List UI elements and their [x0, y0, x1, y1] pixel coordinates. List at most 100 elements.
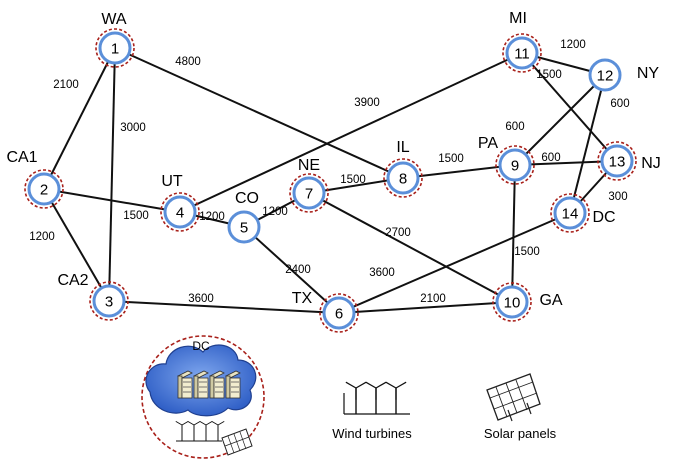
- node-14: 14: [550, 193, 590, 233]
- legend-dc-label: DC: [192, 339, 210, 353]
- state-label-dc: DC: [592, 209, 615, 226]
- link-1-3: [108, 47, 116, 302]
- datacenter-ring: [95, 28, 135, 68]
- solar-panel-icon: [486, 373, 541, 422]
- datacenter-ring: [24, 169, 64, 209]
- node-10: 10: [492, 282, 532, 322]
- node-circle: [386, 161, 420, 195]
- link-9-12: [514, 74, 606, 166]
- node-number: 9: [511, 158, 519, 175]
- node-7: 7: [289, 173, 329, 213]
- wind-turbine-icon: [343, 381, 410, 415]
- datacenter-ring: [502, 33, 542, 73]
- state-label-ut: UT: [161, 173, 183, 190]
- state-label-nj: NJ: [641, 155, 661, 172]
- link-weight-6-14: 3600: [369, 267, 395, 279]
- link-weight-4-11: 3900: [354, 97, 380, 109]
- link-2-4: [43, 188, 181, 213]
- link-1-2: [43, 47, 116, 190]
- node-circle: [227, 210, 261, 244]
- node-number: 10: [504, 295, 521, 312]
- turbine: [199, 421, 213, 441]
- link-weight-2-4: 1500: [123, 210, 149, 222]
- node-11: 11: [502, 33, 542, 73]
- link-weight-9-13: 600: [541, 152, 560, 164]
- node-number: 12: [597, 68, 614, 85]
- node-circle: [98, 31, 132, 65]
- node-number: 8: [399, 171, 407, 188]
- state-label-il: IL: [396, 139, 409, 156]
- link-weight-3-6: 3600: [188, 293, 214, 305]
- legend-solar-label: Solar panels: [484, 426, 557, 441]
- node-number: 4: [176, 205, 184, 222]
- link-weight-12-14: 600: [610, 98, 629, 110]
- link-weight-11-12: 1200: [560, 39, 586, 51]
- node-number: 11: [514, 46, 530, 63]
- datacenter-ring: [550, 193, 590, 233]
- datacenter-ring: [383, 158, 423, 198]
- state-label-ca1: CA1: [6, 149, 37, 166]
- turbine: [365, 381, 387, 414]
- node-number: 5: [240, 220, 248, 237]
- link-9-13: [514, 160, 618, 166]
- turbine: [345, 381, 367, 414]
- legend-datacenter: DC: [141, 335, 265, 459]
- server-icon: [193, 370, 209, 399]
- link-weight-1-8: 4800: [175, 56, 201, 68]
- link-7-10: [308, 192, 513, 303]
- link-weight-1-2: 2100: [53, 79, 79, 91]
- link-11-13: [521, 52, 618, 162]
- link-weight-11-13: 1500: [536, 69, 562, 81]
- link-1-8: [114, 47, 404, 179]
- link-4-11: [179, 52, 523, 213]
- link-weight-7-10: 2700: [385, 227, 411, 239]
- server-icon: [177, 370, 193, 399]
- link-weight-7-8: 1500: [340, 174, 366, 186]
- link-weight-9-10: 1500: [514, 246, 540, 258]
- turbine: [211, 421, 225, 441]
- node-number: 6: [335, 306, 343, 323]
- state-label-ne: NE: [298, 157, 320, 174]
- link-weight-2-3: 1200: [29, 231, 55, 243]
- datacenter-ring: [597, 141, 637, 181]
- state-label-pa: PA: [478, 135, 498, 152]
- legend-wind-label: Wind turbines: [332, 426, 412, 441]
- node-circle: [498, 148, 532, 182]
- link-weight-9-12: 600: [505, 121, 524, 133]
- node-2: 2: [24, 169, 64, 209]
- small-solar-panel-icon: [221, 428, 253, 456]
- node-number: 14: [562, 206, 579, 223]
- link-9-10: [511, 164, 516, 303]
- link-weights-layer: 2100300048001200150036001200390012002400…: [29, 39, 629, 305]
- link-weight-6-10: 2100: [420, 293, 446, 305]
- node-12: 12: [588, 58, 622, 92]
- node-circle: [600, 144, 634, 178]
- datacenter-ring: [492, 282, 532, 322]
- link-weight-4-5: 1200: [199, 211, 225, 223]
- node-number: 2: [40, 182, 48, 199]
- small-wind-turbine-icon: [175, 421, 225, 442]
- link-weight-13-14: 300: [608, 191, 627, 203]
- node-circle: [553, 196, 587, 230]
- node-number: 7: [305, 186, 313, 203]
- link-12-14: [569, 74, 606, 214]
- node-circle: [495, 285, 529, 319]
- node-5: 5: [227, 210, 261, 244]
- node-circle: [27, 172, 61, 206]
- node-circle: [92, 284, 126, 318]
- link-weight-5-6: 2400: [285, 264, 311, 276]
- node-circle: [505, 36, 539, 70]
- datacenter-ring: [495, 145, 535, 185]
- node-8: 8: [383, 158, 423, 198]
- node-circle: [292, 176, 326, 210]
- link-weight-8-9: 1500: [438, 153, 464, 165]
- state-label-ga: GA: [539, 292, 562, 309]
- link-3-6: [108, 300, 340, 314]
- state-label-co: CO: [235, 190, 259, 207]
- node-number: 13: [609, 154, 626, 171]
- turbine: [175, 421, 189, 441]
- turbine: [385, 381, 407, 414]
- link-5-6: [243, 226, 340, 314]
- datacenter-ring: [89, 281, 129, 321]
